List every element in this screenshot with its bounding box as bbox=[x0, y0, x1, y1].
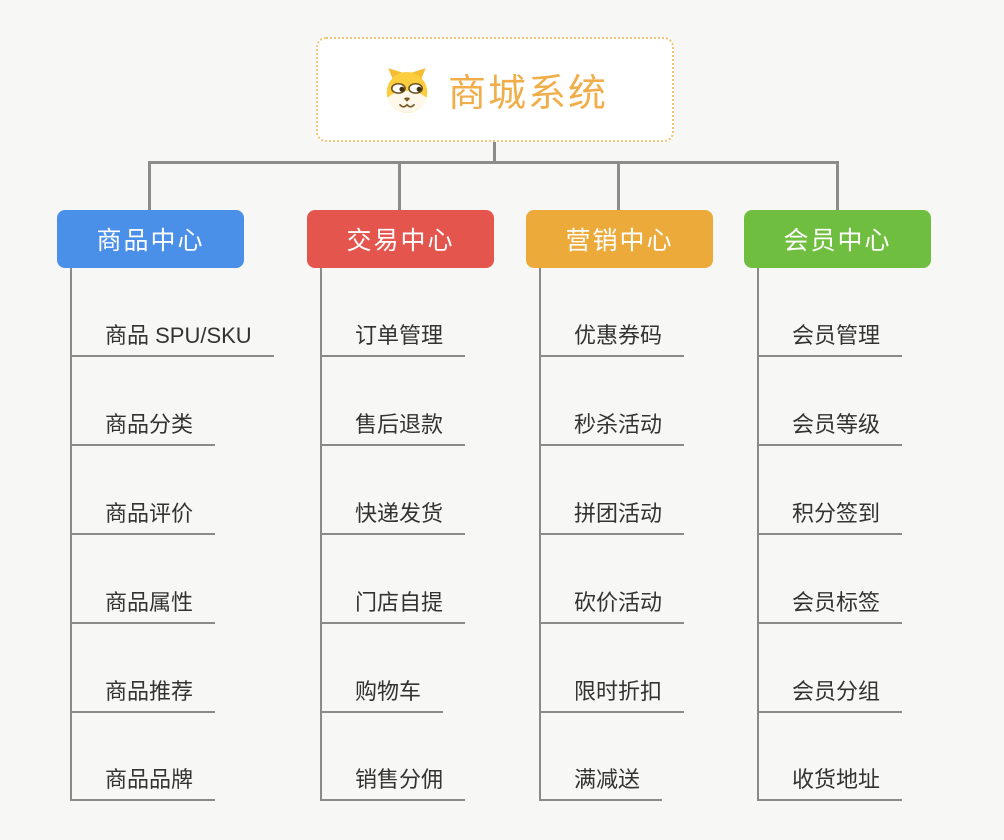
leaf-node[interactable]: 商品 SPU/SKU bbox=[71, 317, 274, 357]
leaf-node[interactable]: 订单管理 bbox=[321, 317, 466, 357]
leaf-node[interactable]: 会员分组 bbox=[758, 673, 903, 713]
leaf-node[interactable]: 会员管理 bbox=[758, 317, 903, 357]
connector-line bbox=[493, 142, 496, 163]
leaf-node[interactable]: 购物车 bbox=[321, 673, 444, 713]
leaf-node[interactable]: 商品评价 bbox=[71, 495, 216, 535]
leaf-node[interactable]: 商品分类 bbox=[71, 406, 216, 446]
leaf-node[interactable]: 拼团活动 bbox=[540, 495, 685, 535]
connector-line bbox=[148, 161, 839, 164]
leaf-node[interactable]: 会员标签 bbox=[758, 584, 903, 624]
leaf-node[interactable]: 限时折扣 bbox=[540, 673, 685, 713]
leaf-node[interactable]: 商品品牌 bbox=[71, 761, 216, 801]
branch-node-member-center[interactable]: 会员中心 bbox=[744, 210, 931, 268]
leaf-node[interactable]: 商品推荐 bbox=[71, 673, 216, 713]
leaf-node[interactable]: 门店自提 bbox=[321, 584, 466, 624]
leaf-node[interactable]: 会员等级 bbox=[758, 406, 903, 446]
leaf-node[interactable]: 收货地址 bbox=[758, 761, 903, 801]
branch-node-product-center[interactable]: 商品中心 bbox=[57, 210, 244, 268]
connector-line bbox=[148, 161, 151, 211]
leaf-node[interactable]: 积分签到 bbox=[758, 495, 903, 535]
connector-line bbox=[398, 161, 401, 211]
leaf-node[interactable]: 优惠券码 bbox=[540, 317, 685, 357]
root-node[interactable]: 商城系统 bbox=[316, 37, 674, 142]
branch-node-marketing-center[interactable]: 营销中心 bbox=[526, 210, 713, 268]
dog-face-icon bbox=[382, 65, 432, 115]
leaf-node[interactable]: 砍价活动 bbox=[540, 584, 685, 624]
connector-line bbox=[836, 161, 839, 211]
leaf-node[interactable]: 销售分佣 bbox=[321, 761, 466, 801]
leaf-node[interactable]: 快递发货 bbox=[321, 495, 466, 535]
root-title: 商城系统 bbox=[447, 73, 608, 115]
leaf-node[interactable]: 售后退款 bbox=[321, 406, 466, 446]
leaf-node[interactable]: 满减送 bbox=[540, 761, 663, 801]
connector-line bbox=[617, 161, 620, 211]
branch-node-trade-center[interactable]: 交易中心 bbox=[307, 210, 494, 268]
leaf-node[interactable]: 秒杀活动 bbox=[540, 406, 685, 446]
leaf-node[interactable]: 商品属性 bbox=[71, 584, 216, 624]
